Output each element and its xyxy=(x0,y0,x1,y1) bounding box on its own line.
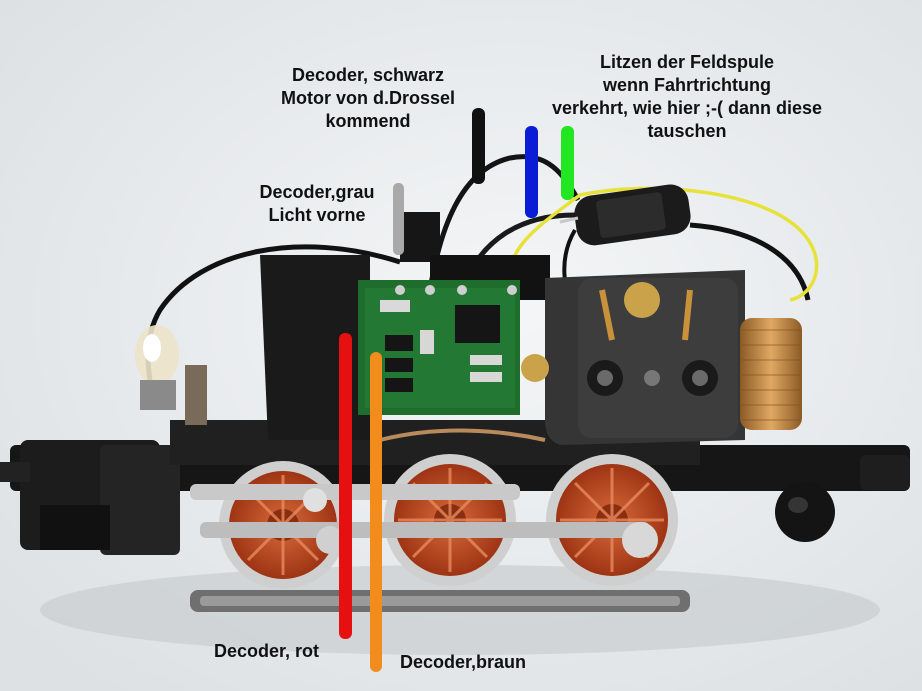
marker-gray xyxy=(393,183,404,255)
label-line: Motor von d.Drossel xyxy=(280,88,455,108)
label-decoder-black: Decoder, schwarz Motor von d.Drossel kom… xyxy=(258,64,478,133)
headlight-bulb xyxy=(135,325,207,425)
marker-orange xyxy=(370,352,382,672)
label-line: Litzen der Feldspule xyxy=(599,52,775,72)
brown-wire xyxy=(379,428,546,442)
chassis xyxy=(0,420,910,555)
label-line: Licht vorne xyxy=(268,205,366,225)
label-line: verkehrt, wie hier ;-( dann diese xyxy=(551,98,823,118)
black-wire-top xyxy=(427,154,581,291)
label-decoder-red: Decoder, rot xyxy=(214,641,320,661)
coupling-rods xyxy=(190,484,658,558)
label-field-coil: Litzen der Feldspule wenn Fahrtrichtung … xyxy=(512,51,862,143)
label-line: tauschen xyxy=(647,121,727,141)
marker-green xyxy=(561,126,574,200)
label-line: kommend xyxy=(325,111,411,131)
label-line: wenn Fahrtrichtung xyxy=(603,75,771,95)
label-line: Decoder, schwarz xyxy=(291,65,445,85)
label-decoder-brown: Decoder,braun xyxy=(400,652,527,672)
marker-black xyxy=(472,108,485,184)
label-decoder-gray: Decoder,grau Licht vorne xyxy=(232,181,402,227)
decoder-pcb xyxy=(358,280,520,415)
choke-component xyxy=(559,184,691,246)
field-coil xyxy=(740,318,802,430)
pickup-bar xyxy=(190,590,690,612)
yellow-wire xyxy=(508,186,819,302)
motor-block xyxy=(521,270,745,445)
marker-blue xyxy=(525,126,538,218)
label-line: Decoder,grau xyxy=(259,182,375,202)
black-wire-right xyxy=(689,222,811,301)
marker-red xyxy=(339,333,352,639)
